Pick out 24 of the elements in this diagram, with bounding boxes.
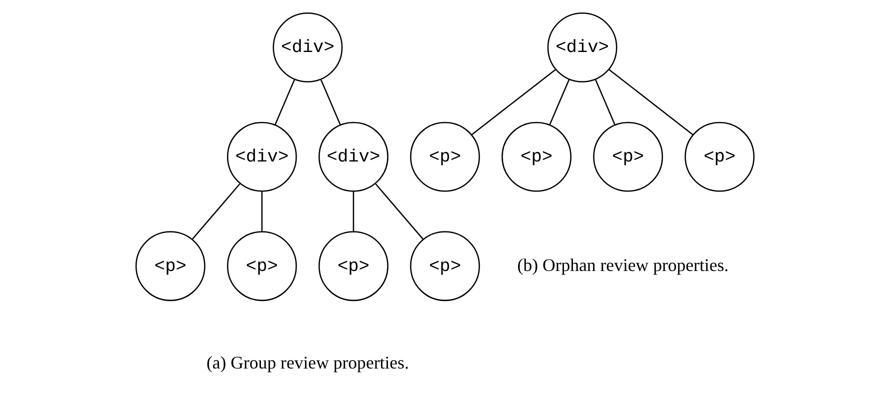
node-circle: <div> [318,122,388,192]
node-circle: <p> [134,231,205,302]
connector [191,183,240,240]
node-circle: <div> [272,12,342,82]
node-circle: <p> [592,122,663,192]
node-circle: <p> [410,122,480,192]
connector [594,79,615,125]
connector [352,191,354,232]
connector [274,79,295,125]
connector [260,191,262,232]
node-circle: <p> [501,122,571,192]
connector [470,68,556,136]
node-circle: <p> [318,231,388,302]
label: (b) Orphan review properties. [516,254,728,275]
connector [548,79,570,125]
connector [320,79,340,125]
node-circle: <p> [684,122,754,192]
connector [374,183,424,240]
node-circle: <div> [546,12,617,82]
node-circle: <p> [226,231,296,302]
label: (a) Group review properties. [206,352,408,373]
connector [608,68,693,136]
node-circle: <p> [410,231,480,302]
node-circle: <div> [226,122,296,192]
